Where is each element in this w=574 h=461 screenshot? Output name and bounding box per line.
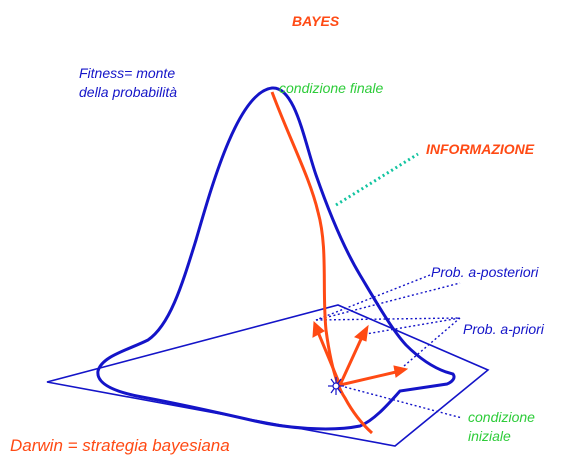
prior-label: Prob. a-priori [463,321,544,337]
darwin-caption: Darwin = strategia bayesiana [10,436,230,455]
probability-arrows [312,320,409,387]
probability-mountain [96,86,456,431]
prior-pointer-1 [315,317,461,321]
initial-pointer [344,386,463,419]
fitness-label-line1: Fitness= monte [79,65,176,81]
arrow-right [339,370,397,387]
information-pointer [335,152,419,207]
fitness-label-line2: della probabilità [79,84,178,100]
initial-condition-line2: iniziale [468,428,511,444]
initial-condition-line1: condizione [468,409,535,425]
posterior-pointer-2 [315,282,461,321]
initial-starburst [328,377,344,395]
dotted-pointers [315,274,463,419]
posterior-label: Prob. a-posteriori [431,264,539,280]
arrow-mid-head [354,324,369,342]
evolution-path [270,91,374,435]
prior-pointer-3 [403,317,461,367]
arrow-right-head [393,365,409,378]
arrow-posterior [316,331,342,386]
arrow-posterior-head [312,320,325,338]
information-label: INFORMAZIONE [426,141,535,157]
arrow-mid [338,336,364,386]
prior-pointer-2 [359,317,461,336]
final-condition-label: condizione finale [279,80,384,96]
page-title: BAYES [292,13,340,29]
